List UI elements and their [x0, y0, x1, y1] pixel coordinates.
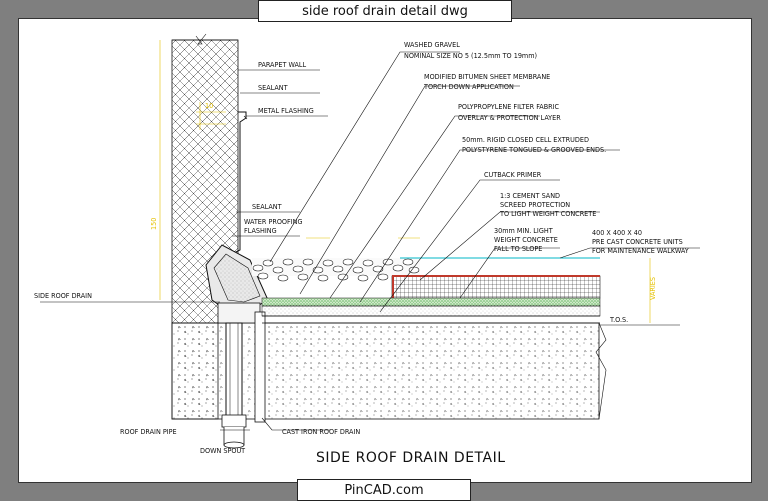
label-primer: CUTBACK PRIMER	[484, 170, 542, 179]
roof-drain-body	[205, 244, 269, 449]
drawing-caption: SIDE ROOF DRAIN DETAIL	[316, 450, 506, 466]
label-tos: T.O.S.	[609, 315, 628, 324]
label-insul-1: 50mm. RIGID CLOSED CELL EXTRUDED	[462, 135, 589, 144]
label-lwc-1: 30mm MIN. LIGHT	[494, 226, 553, 235]
metal-flashing: 10	[196, 101, 248, 255]
label-parapet-wall: PARAPET WALL	[258, 60, 306, 69]
label-membrane-1: MODIFIED BITUMEN SHEET MEMBRANE	[424, 72, 550, 81]
annotations: PARAPET WALL SEALANT METAL FLASHING SEAL…	[34, 40, 689, 466]
washed-gravel	[252, 258, 420, 282]
label-fabric-2: OVERLAY & PROTECTION LAYER	[458, 113, 561, 122]
label-fabric-1: POLYPROPYLENE FILTER FABRIC	[458, 102, 560, 111]
svg-text:VARIES: VARIES	[648, 277, 657, 300]
label-screed-3: TO LIGHT WEIGHT CONCRETE	[499, 209, 596, 218]
label-lwc-3: FALL TO SLOPE	[494, 244, 542, 253]
label-pcc-2: PRE CAST CONCRETE UNITS	[592, 237, 683, 246]
label-cast-iron: CAST IRON ROOF DRAIN	[282, 427, 360, 436]
label-roof-drain-pipe: ROOF DRAIN PIPE	[120, 427, 177, 436]
page-title: side roof drain detail dwg	[258, 0, 512, 22]
label-pcc-3: FOR MAINTENANCE WALKWAY	[592, 246, 689, 255]
label-gravel-1: WASHED GRAVEL	[404, 40, 460, 49]
label-sealant-low: SEALANT	[252, 202, 282, 211]
label-pcc-1: 400 X 400 X 40	[592, 228, 642, 237]
label-down-spout: DOWN SPOUT	[200, 446, 245, 455]
label-gravel-2: NOMINAL SIZE NO 5 (12.5mm TO 19mm)	[404, 51, 537, 60]
svg-text:10: 10	[205, 101, 213, 110]
label-waterproofing-1: WATER PROOFING	[244, 217, 303, 226]
label-metal-flashing: METAL FLASHING	[258, 106, 314, 115]
label-sealant-top: SEALANT	[258, 83, 288, 92]
label-insul-2: POLYSTYRENE TONGUED & GROOVED ENDS.	[462, 145, 606, 154]
label-side-roof-drain: SIDE ROOF DRAIN	[34, 291, 92, 300]
label-screed-1: 1:3 CEMENT SAND	[500, 191, 560, 200]
footer-site-link[interactable]: PinCAD.com	[297, 479, 471, 501]
label-lwc-2: WEIGHT CONCRETE	[494, 235, 558, 244]
label-membrane-2: TORCH DOWN APPLICATION	[423, 82, 514, 91]
label-screed-2: SCREED PROTECTION	[500, 200, 570, 209]
roofing-layers: VARIES	[261, 237, 657, 324]
leader-lines	[40, 51, 700, 431]
label-waterproofing-2: FLASHING	[244, 226, 277, 235]
parapet-wall: 150	[149, 33, 239, 324]
concrete-slab	[171, 322, 607, 420]
svg-text:150: 150	[149, 218, 158, 230]
